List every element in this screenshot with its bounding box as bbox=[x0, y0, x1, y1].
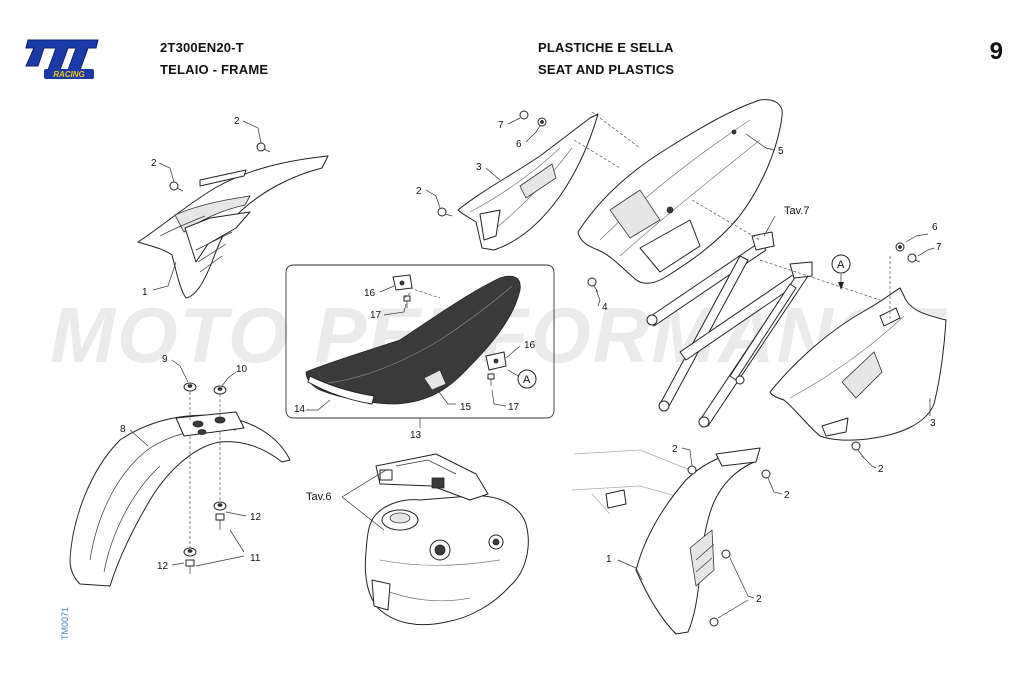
detail-a-marker bbox=[831, 254, 851, 274]
callout-3: 3 bbox=[930, 418, 936, 429]
callout-12: 12 bbox=[250, 512, 262, 523]
callout-6: 6 bbox=[516, 139, 522, 150]
screw-icon bbox=[437, 207, 453, 217]
fuel-tank bbox=[364, 453, 529, 626]
seat-cover-patch bbox=[423, 369, 447, 391]
tm-logo-icon: RACING bbox=[25, 39, 99, 79]
callout-7: 7 bbox=[936, 242, 942, 253]
seat-group-box bbox=[285, 264, 555, 419]
callout-10: 10 bbox=[236, 364, 248, 375]
ref-tav7: Tav.7 bbox=[784, 205, 809, 217]
callout-4: 4 bbox=[602, 302, 608, 313]
seat-bracket-icon bbox=[485, 351, 507, 371]
callout-2: 2 bbox=[234, 116, 240, 127]
callout-13: 13 bbox=[410, 430, 422, 441]
tm-racing-logo: RACING bbox=[22, 36, 104, 80]
screw-icon bbox=[169, 181, 184, 192]
seat bbox=[305, 275, 521, 405]
callout-12: 12 bbox=[157, 561, 169, 572]
front-fender bbox=[69, 411, 291, 587]
subframe bbox=[646, 231, 813, 428]
svg-text:A: A bbox=[837, 259, 845, 271]
screw-icon bbox=[687, 465, 697, 475]
grommet-icon bbox=[537, 117, 547, 127]
right-side-panel bbox=[769, 287, 947, 441]
screw-icon bbox=[709, 617, 719, 627]
callout-1: 1 bbox=[142, 287, 148, 298]
group-name: TELAIO - FRAME bbox=[160, 62, 269, 77]
washer-icon bbox=[213, 385, 227, 395]
bolt-icon bbox=[215, 513, 225, 530]
callout-3: 3 bbox=[476, 162, 482, 173]
grommet-icon bbox=[895, 242, 905, 252]
callout-2: 2 bbox=[878, 464, 884, 475]
screw-icon bbox=[519, 110, 529, 120]
svg-text:A: A bbox=[523, 374, 531, 386]
callout-1: 1 bbox=[606, 554, 612, 565]
rear-fender bbox=[577, 99, 783, 284]
screw-icon bbox=[256, 142, 271, 153]
callout-6: 6 bbox=[932, 222, 938, 233]
callout-15: 15 bbox=[460, 402, 472, 413]
callout-2: 2 bbox=[151, 158, 157, 169]
callout-7: 7 bbox=[498, 120, 504, 131]
callout-16: 16 bbox=[364, 288, 376, 299]
callout-2: 2 bbox=[416, 186, 422, 197]
washer-icon bbox=[183, 382, 197, 392]
washer-icon bbox=[213, 501, 227, 511]
page-number: 9 bbox=[989, 38, 1003, 65]
model-code: 2T300EN20-T bbox=[160, 40, 244, 55]
callout-17: 17 bbox=[508, 402, 520, 413]
svg-text:RACING: RACING bbox=[53, 70, 85, 79]
screw-icon bbox=[907, 253, 921, 263]
callout-2: 2 bbox=[784, 490, 790, 501]
callout-9: 9 bbox=[162, 354, 168, 365]
seat-bracket-icon bbox=[392, 274, 413, 291]
callout-16: 16 bbox=[524, 340, 536, 351]
bolt-icon bbox=[487, 373, 495, 386]
left-side-panel bbox=[137, 155, 329, 299]
bolt-icon bbox=[185, 559, 195, 574]
ref-tav6: Tav.6 bbox=[306, 491, 331, 503]
page-title-it: PLASTICHE E SELLA bbox=[538, 40, 674, 55]
screw-icon bbox=[721, 549, 731, 559]
airbox-side-cover bbox=[457, 113, 599, 251]
callout-17: 17 bbox=[370, 310, 382, 321]
right-front-side-panel bbox=[571, 447, 761, 635]
screw-icon bbox=[851, 441, 865, 459]
detail-a-marker bbox=[517, 369, 537, 389]
washer-icon bbox=[183, 547, 197, 557]
callout-2: 2 bbox=[672, 444, 678, 455]
callout-8: 8 bbox=[120, 424, 126, 435]
screw-icon bbox=[587, 277, 599, 293]
callout-5: 5 bbox=[778, 146, 784, 157]
callout-11: 11 bbox=[250, 553, 261, 564]
screw-icon bbox=[761, 469, 771, 479]
bolt-icon bbox=[403, 295, 411, 308]
callout-2: 2 bbox=[756, 594, 762, 605]
callout-14: 14 bbox=[294, 404, 306, 415]
page-title-en: SEAT AND PLASTICS bbox=[538, 62, 675, 77]
